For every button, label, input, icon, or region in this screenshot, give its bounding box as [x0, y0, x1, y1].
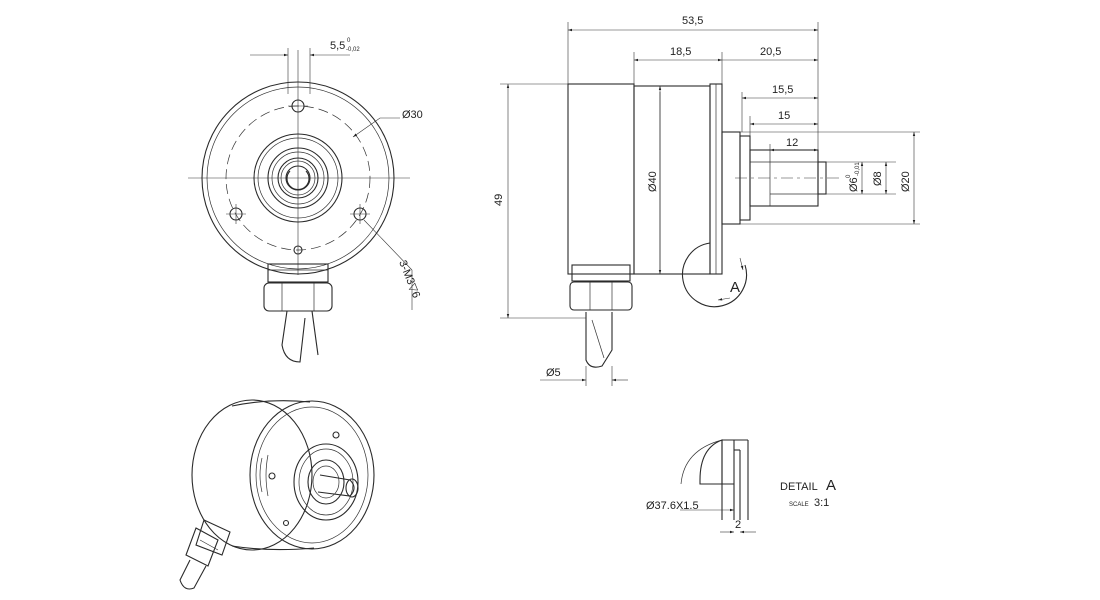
iso-cable-gland	[179, 519, 231, 590]
marker-hole-bottom	[293, 245, 303, 255]
dim-shaft-flat-tol-upper: 0	[347, 38, 351, 44]
dim-shaft-diameter: Ø6	[848, 177, 860, 192]
dim-mounting-holes: 3-M3▽6	[396, 259, 422, 300]
detail-scale-label: SCALE	[789, 502, 809, 508]
dim-shaft-tol-upper: 0	[846, 174, 852, 178]
cable-gland	[263, 263, 333, 363]
mounting-hole-right	[350, 204, 370, 224]
side-cable-gland	[569, 264, 633, 368]
dim-shaft-length-total: 20,5	[760, 46, 781, 58]
mounting-hole-left	[226, 204, 246, 224]
dim-shaft-length-b: 15	[778, 110, 790, 122]
dim-front-diameter: Ø30	[402, 109, 423, 121]
dim-groove-width: 2	[735, 519, 741, 531]
dim-body-front-length: 18,5	[670, 46, 691, 58]
dim-shaft-tol-lower: -0,01	[855, 162, 861, 176]
dim-flange-diameter: Ø20	[900, 171, 912, 192]
mounting-hole-top	[288, 99, 308, 113]
dim-overall-length: 53,5	[682, 15, 703, 27]
detail-a-callout-circle	[681, 242, 748, 308]
detail-scale-value: 3:1	[814, 497, 829, 509]
dim-overall-height: 49	[493, 194, 505, 206]
dim-hub-diameter: Ø8	[872, 171, 884, 186]
dim-shaft-length-a: 15,5	[772, 84, 793, 96]
isometric-view	[179, 399, 375, 590]
dim-groove-spec: Ø37.6X1.5	[646, 500, 699, 512]
detail-a-callout-label: A	[730, 279, 740, 296]
detail-a-title: DETAIL	[780, 481, 818, 493]
dim-shaft-flat-tol-lower: -0,02	[346, 47, 360, 53]
dim-shaft-flat-length: 12	[786, 137, 798, 149]
dim-cable-diameter: Ø5	[546, 367, 561, 379]
detail-a-view: Ø37.6X1.5 2 DETAIL A SCALE 3:1	[646, 439, 836, 534]
side-view: A 53,5 18,5 20,5 15,5 15 12 49 Ø40	[493, 15, 920, 386]
front-view: 5,5 0 -0,02 Ø30 3-M3▽6	[188, 38, 423, 363]
dim-body-diameter: Ø40	[647, 171, 659, 192]
detail-a-letter: A	[826, 477, 836, 494]
dim-shaft-flat-width: 5,5	[330, 40, 345, 52]
